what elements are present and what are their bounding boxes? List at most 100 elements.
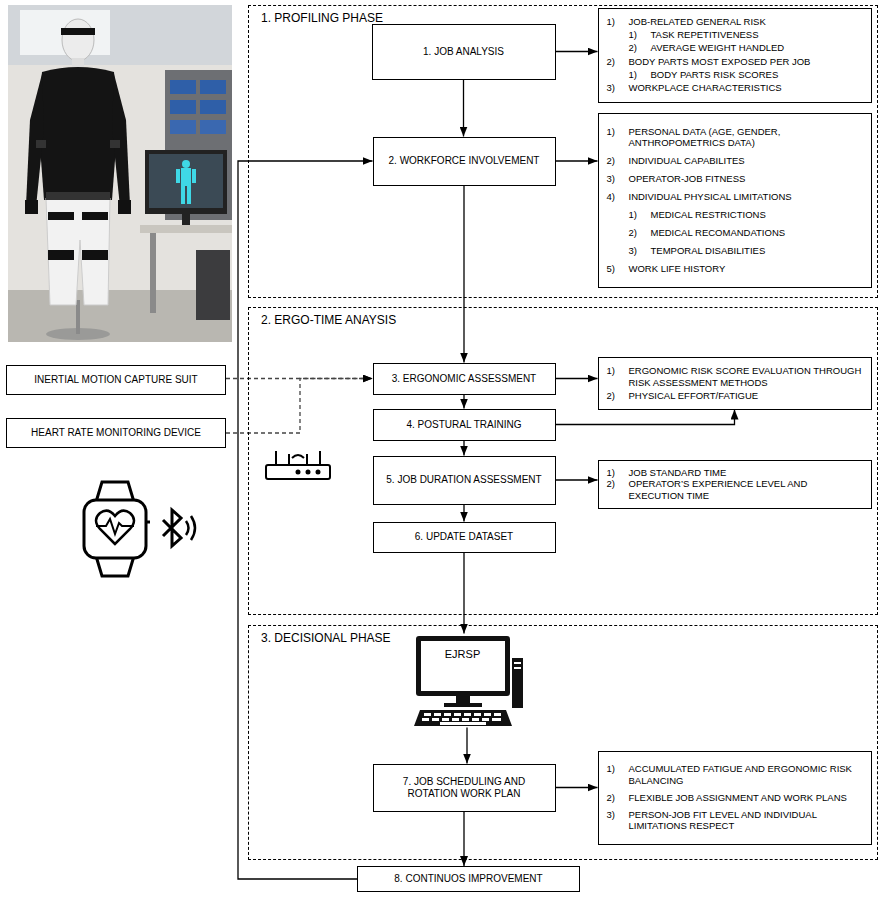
item-text: TASK REPETITIVENESS [651,29,759,41]
item-number: 1) [607,467,629,479]
flow-arrow [463,395,464,409]
box-label: HEART RATE MONITORING DEVICE [31,427,201,439]
process-box: 6. UPDATE DATASET [373,522,556,553]
phase-title: 1. PROFILING PHASE [261,11,383,25]
output-list-box: 1)JOB STANDARD TIME2)OPERATOR’S EXPERIEN… [598,460,872,510]
list-item: 4)INDIVIDUAL PHYSICAL LIMITATIONS [607,191,863,203]
list-item: 1)ACCUMULATED FATIGUE AND ERGONOMIC RISK… [607,763,863,787]
box-label: 4. POSTURAL TRAINING [406,419,521,431]
process-box: 1. JOB ANALYSIS [372,24,556,80]
list-item: 2)INDIVIDUAL CAPABILITES [607,155,863,167]
item-number: 1) [629,29,651,41]
item-text: INDIVIDUAL PHYSICAL LIMITATIONS [629,191,792,203]
item-text: WORKPLACE CHARACTERISTICS [629,82,782,94]
item-text: BODY PARTS RISK SCORES [651,69,779,81]
item-number: 3) [607,173,629,185]
item-number: 3) [629,245,651,257]
box-label: 7. JOB SCHEDULING AND ROTATION WORK PLAN [382,776,547,800]
computer-label: EJRSP [420,648,506,660]
computer-node: EJRSP [410,634,525,728]
phase-title: 2. ERGO-TIME ANAYSIS [261,313,396,327]
output-list-box: 1)ERGONOMIC RISK SCORE EVALUATION THROUG… [598,357,872,410]
process-box: 7. JOB SCHEDULING AND ROTATION WORK PLAN [373,764,556,812]
list-item: 3)OPERATOR-JOB FITNESS [607,173,863,185]
item-text: OPERATOR-JOB FITNESS [629,173,746,185]
item-number: 2) [607,390,629,402]
list-item: 1)TASK REPETITIVENESS [629,29,863,41]
item-text: WORK LIFE HISTORY [629,263,726,275]
item-text: PHYSICAL EFFORT/FATIGUE [629,390,759,402]
process-box: 2. WORKFORCE INVOLVEMENT [373,137,556,186]
item-number: 2) [629,227,651,239]
smartwatch-icon [84,482,150,576]
box-label: 2. WORKFORCE INVOLVEMENT [389,155,540,167]
item-number: 2) [607,155,629,167]
item-number: 1) [629,209,651,221]
flow-arrow [238,161,373,879]
list-item: 1)MEDICAL RESTRICTIONS [629,209,863,221]
flow-arrow [463,441,464,456]
flow-arrow [463,80,464,137]
list-item: 5)WORK LIFE HISTORY [607,263,863,275]
process-box: 8. CONTINUOS IMPROVEMENT [357,866,580,892]
device-box: HEART RATE MONITORING DEVICE [6,418,226,448]
item-number: 2) [607,478,629,502]
item-number: 1) [607,16,629,28]
item-number: 4) [607,191,629,203]
item-number: 1) [607,763,629,787]
list-item: 1)JOB-RELATED GENERAL RISK [607,16,863,28]
router-icon [266,451,330,479]
process-box: 4. POSTURAL TRAINING [373,409,556,441]
flow-arrow [556,479,598,480]
list-item: 2)AVERAGE WEIGHT HANDLED [629,42,863,54]
item-text: FLEXIBLE JOB ASSIGNMENT AND WORK PLANS [629,792,847,804]
item-text: INDIVIDUAL CAPABILITES [629,155,745,167]
list-item: 2)MEDICAL RECOMANDATIONS [629,227,863,239]
bluetooth-icon [163,510,195,546]
list-item: 3)PERSON-JOB FIT LEVEL AND INDIVIDUAL LI… [607,809,863,833]
box-label: 3. ERGONOMIC ASSESSMENT [392,373,536,385]
list-item: 2)FLEXIBLE JOB ASSIGNMENT AND WORK PLANS [607,792,863,804]
item-number: 3) [607,809,629,833]
item-text: AVERAGE WEIGHT HANDLED [651,42,785,54]
item-number: 5) [607,263,629,275]
item-text: MEDICAL RESTRICTIONS [651,209,766,221]
flow-arrow [466,728,467,764]
box-label: INERTIAL MOTION CAPTURE SUIT [34,374,197,386]
item-text: ERGONOMIC RISK SCORE EVALUATION THROUGH … [629,365,863,389]
box-label: 1. JOB ANALYSIS [423,46,504,58]
item-number: 3) [607,82,629,94]
mocap-photo [8,5,232,342]
item-number: 2) [607,792,629,804]
list-item: 1)ERGONOMIC RISK SCORE EVALUATION THROUG… [607,365,863,389]
item-number: 2) [629,42,651,54]
process-box: 5. JOB DURATION ASSESSMENT [373,456,556,505]
output-list-box: 1)JOB-RELATED GENERAL RISK1)TASK REPETIT… [598,8,872,103]
flow-arrow [556,51,598,52]
flow-arrow [556,410,735,425]
phase-band: 2. ERGO-TIME ANAYSIS 3. ERGONOMIC ASSESSM… [248,307,878,615]
item-text: PERSONAL DATA (AGE, GENDER, ANTHROPOMETR… [629,126,863,150]
item-text: JOB STANDARD TIME [629,467,727,479]
flow-arrow [556,787,598,788]
flow-arrow [556,160,598,161]
list-item: 3)WORKPLACE CHARACTERISTICS [607,82,863,94]
phase-title: 3. DECISIONAL PHASE [261,631,391,645]
phase-band: 1. PROFILING PHASE 1. JOB ANALYSIS 1)JOB-R… [248,5,878,298]
list-item: 1)JOB STANDARD TIME [607,467,863,479]
item-text: PERSON-JOB FIT LEVEL AND INDIVIDUAL LIMI… [629,809,863,833]
output-list-box: 1)ACCUMULATED FATIGUE AND ERGONOMIC RISK… [598,751,872,845]
item-number: 1) [607,365,629,389]
list-item: 2)BODY PARTS MOST EXPOSED PER JOB [607,56,863,68]
list-item: 2)PHYSICAL EFFORT/FATIGUE [607,390,863,402]
device-box: INERTIAL MOTION CAPTURE SUIT [6,365,226,395]
box-label: 8. CONTINUOS IMPROVEMENT [394,873,542,885]
item-number: 1) [607,126,629,150]
item-number: 1) [629,69,651,81]
item-text: BODY PARTS MOST EXPOSED PER JOB [629,56,811,68]
box-label: 5. JOB DURATION ASSESSMENT [386,474,541,486]
flow-arrow [556,378,598,379]
list-item: 3)TEMPORAL DISABILITIES [629,245,863,257]
list-item: 1)PERSONAL DATA (AGE, GENDER, ANTHROPOME… [607,126,863,150]
